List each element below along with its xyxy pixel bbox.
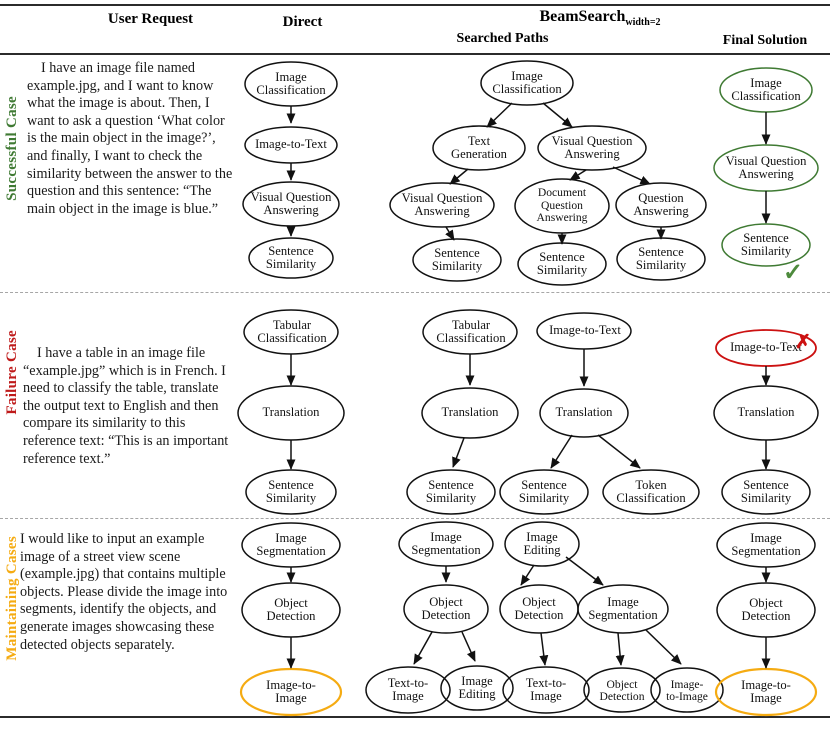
beamsearch-label: BeamSearch [539, 8, 626, 25]
node-label[interactable]: Sentence Similarity [265, 243, 317, 271]
column-header-direct: Direct [282, 14, 323, 30]
table-bottom-rule [0, 716, 830, 718]
node-label[interactable]: Image-to-Text [549, 323, 621, 338]
node-label[interactable]: Sentence Similarity [635, 244, 687, 272]
node-label[interactable]: Sentence Similarity [265, 477, 317, 505]
user-request-text-row3: I would like to input an example image o… [20, 531, 228, 653]
node-label[interactable]: Tabular Classification [436, 317, 506, 345]
column-header-beamsearch: BeamSearchwidth=2 [370, 8, 830, 28]
node-label[interactable]: Image-to- Image [741, 677, 791, 705]
node-label[interactable]: Text-to- Image [525, 675, 567, 703]
node-label[interactable]: Image Editing [458, 673, 496, 701]
node-label[interactable]: Image-to- Image [266, 677, 316, 705]
node-label[interactable]: Tabular Classification [257, 317, 327, 345]
node-label[interactable]: Visual Question Answering [250, 189, 332, 217]
node-label[interactable]: Object Detection [421, 594, 471, 622]
table-top-rule [0, 4, 830, 6]
user-request-text-row2: I have a table in an image file “example… [23, 345, 229, 467]
row-label-maintaining-cases: Maintaining Cases [4, 536, 20, 661]
node-label[interactable]: Object Detection [514, 594, 564, 622]
beamsearch-width-sub: width=2 [625, 17, 661, 29]
node-label[interactable]: Image Segmentation [588, 594, 658, 622]
node-label[interactable]: Translation [262, 405, 320, 420]
node-label[interactable]: Object Detection [599, 677, 645, 703]
node-label[interactable]: Sentence Similarity [431, 245, 483, 273]
row-divider-2 [0, 518, 830, 519]
node-label[interactable]: Image Segmentation [411, 529, 481, 557]
node-label[interactable]: Image Segmentation [731, 530, 801, 558]
node-label[interactable]: Translation [555, 405, 613, 420]
node-label[interactable]: Sentence Similarity [518, 477, 570, 505]
node-label[interactable]: Visual Question Answering [551, 133, 633, 161]
node-label[interactable]: Question Answering [633, 190, 689, 218]
node-label[interactable]: Image- to-Image [666, 677, 708, 703]
node-label[interactable]: Visual Question Answering [401, 190, 483, 218]
node-label[interactable]: Image Editing [523, 529, 561, 557]
column-header-final-solution: Final Solution [722, 33, 808, 48]
node-label[interactable]: Text-to- Image [387, 675, 429, 703]
header-bottom-rule [0, 53, 830, 55]
node-label[interactable]: Object Detection [741, 595, 791, 623]
node-label[interactable]: Visual Question Answering [725, 153, 807, 181]
node-label[interactable]: Translation [441, 405, 499, 420]
node-label[interactable]: Sentence Similarity [740, 477, 792, 505]
node-label[interactable]: Image Segmentation [256, 530, 326, 558]
node-label[interactable]: Sentence Similarity [740, 230, 792, 258]
node-label[interactable]: Object Detection [266, 595, 316, 623]
success-check-icon: ✓ [783, 260, 804, 286]
node-label[interactable]: Document Question Answering [536, 186, 588, 225]
node-label[interactable]: Text Generation [451, 133, 507, 161]
node-label[interactable]: Sentence Similarity [425, 477, 477, 505]
node-label[interactable]: Translation [737, 405, 795, 420]
node-label[interactable]: Image-to-Text [255, 137, 327, 152]
column-header-searched-paths: Searched Paths [456, 31, 549, 46]
node-label[interactable]: Image Classification [492, 68, 562, 96]
node-label[interactable]: Image-to-Text [730, 340, 802, 355]
row-divider-1 [0, 292, 830, 293]
row-label-successful-case: Successful Case [4, 96, 20, 201]
node-label[interactable]: Token Classification [616, 477, 686, 505]
node-label[interactable]: Image Classification [731, 75, 801, 103]
row-label-failure-case: Failure Case [4, 330, 20, 415]
node-label[interactable]: Image Classification [256, 69, 326, 97]
user-request-text-row1: I have an image file named example.jpg, … [27, 60, 233, 217]
node-label[interactable]: Sentence Similarity [536, 249, 588, 277]
column-header-user-request: User Request [107, 11, 194, 27]
failure-cross-icon: ✗ [795, 332, 811, 353]
